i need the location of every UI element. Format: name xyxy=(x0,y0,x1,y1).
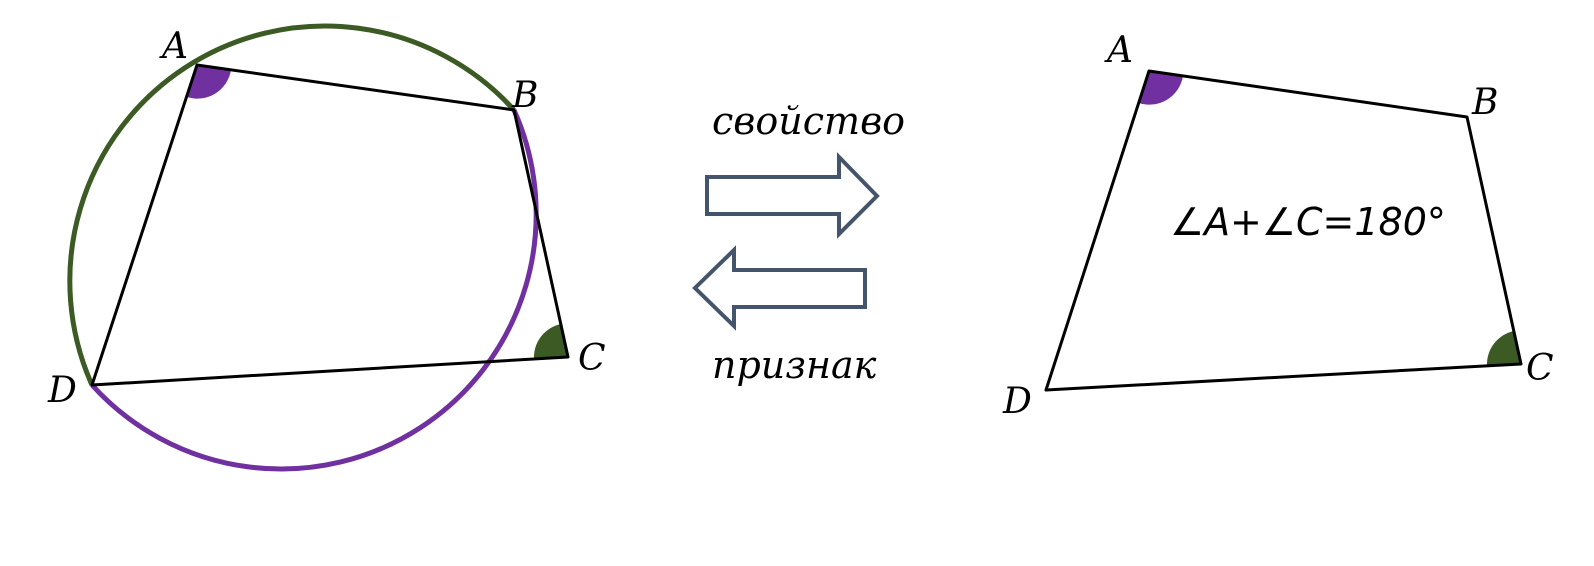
left-arrow-icon xyxy=(692,245,867,331)
backward-label: признак xyxy=(712,343,877,387)
left-label-d: D xyxy=(47,370,77,411)
right-label-c: C xyxy=(1526,348,1554,389)
right-figure: A B C D ∠A+∠C=180° xyxy=(1002,30,1554,422)
angle-sum-formula: ∠A+∠C=180° xyxy=(1170,200,1446,244)
angle-a-marker-right xyxy=(1139,71,1183,105)
right-arrow-icon xyxy=(705,152,880,239)
right-label-a: A xyxy=(1104,30,1133,71)
middle-arrows: свойство признак xyxy=(692,99,905,387)
circle-arc-purple xyxy=(90,108,539,472)
forward-label: свойство xyxy=(712,99,905,143)
right-quadrilateral xyxy=(1044,69,1523,392)
right-label-b: B xyxy=(1471,82,1498,123)
angle-c-marker xyxy=(533,324,568,359)
angle-c-marker-right xyxy=(1486,331,1521,366)
left-label-b: B xyxy=(511,75,538,116)
angle-a-marker xyxy=(187,65,231,99)
circle-arc-green xyxy=(67,23,516,387)
left-figure: A B C D xyxy=(47,23,606,472)
right-label-d: D xyxy=(1002,381,1032,422)
left-label-a: A xyxy=(159,26,188,67)
left-quadrilateral xyxy=(90,63,570,387)
left-label-c: C xyxy=(578,338,606,379)
